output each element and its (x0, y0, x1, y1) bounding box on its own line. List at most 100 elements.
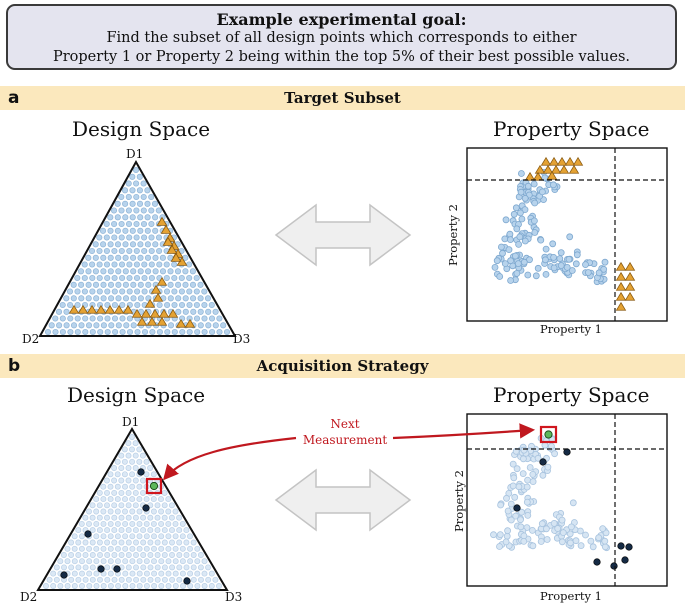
target-design-point (166, 244, 178, 254)
property-point (507, 277, 515, 284)
design-point (125, 514, 132, 521)
design-point (82, 552, 89, 558)
design-point (158, 583, 165, 589)
design-point (163, 274, 170, 282)
design-point (190, 539, 197, 546)
design-point (99, 227, 107, 234)
design-point (175, 281, 182, 288)
design-point (89, 274, 96, 282)
design-point (161, 514, 168, 521)
design-point (82, 328, 89, 336)
property-point (513, 465, 521, 473)
property-point (565, 255, 573, 263)
property-point (513, 269, 521, 277)
design-point (201, 558, 208, 565)
design-point (115, 583, 122, 589)
design-point (208, 583, 215, 589)
property-point (559, 529, 567, 536)
design-point (125, 180, 132, 187)
property-point (572, 537, 580, 545)
property-point (566, 233, 574, 241)
design-point (60, 552, 67, 558)
design-point (114, 200, 121, 207)
target-design-point (162, 236, 174, 246)
property-point (582, 261, 589, 269)
design-point (136, 583, 143, 589)
section-b-title: Acquisition Strategy (256, 357, 429, 375)
design-point (82, 576, 89, 583)
design-point (179, 328, 186, 336)
design-point (167, 295, 174, 302)
design-point (167, 268, 174, 275)
next-measurement-arrow-right (392, 423, 536, 440)
design-point (107, 471, 114, 478)
section-b-vertex-d3: D3 (225, 590, 242, 604)
measured-property-point (617, 542, 625, 550)
target-property-point (548, 156, 560, 166)
design-point (151, 558, 157, 565)
design-point (108, 322, 115, 329)
design-point (129, 446, 135, 453)
design-point (178, 301, 186, 309)
design-point (136, 200, 144, 207)
design-point (208, 315, 216, 322)
design-point (129, 173, 136, 180)
design-point (104, 552, 111, 558)
design-point (161, 552, 168, 558)
property-point (568, 523, 575, 531)
design-point (143, 570, 150, 577)
design-point (74, 328, 81, 336)
design-point (100, 322, 107, 329)
design-point (133, 247, 140, 255)
design-point (141, 328, 149, 336)
property-point (550, 520, 558, 527)
design-point (104, 514, 110, 521)
design-point (96, 527, 103, 534)
design-point (197, 552, 204, 558)
design-point (103, 247, 110, 255)
property-point (558, 516, 566, 524)
property-point (530, 180, 538, 188)
design-point (169, 539, 175, 546)
design-point (67, 301, 74, 309)
target-design-point (160, 224, 172, 234)
target-property-point (564, 156, 576, 166)
design-point (190, 295, 197, 302)
design-point (100, 508, 107, 515)
property-point (517, 523, 525, 531)
design-point (107, 545, 114, 552)
property-point (537, 538, 545, 545)
design-point (75, 564, 82, 571)
design-point (82, 539, 89, 546)
design-point (179, 533, 186, 540)
design-point (107, 227, 114, 234)
design-point (96, 514, 103, 521)
design-point (161, 489, 168, 496)
design-point (165, 508, 172, 515)
design-point (144, 254, 152, 261)
design-point (186, 274, 193, 282)
section-a-vertex-d2: D2 (22, 332, 39, 346)
property-point (510, 210, 518, 218)
section-b-y-axis-label: Property 2 (452, 470, 466, 532)
property-point (531, 229, 539, 236)
design-point (114, 533, 121, 540)
property-point (513, 225, 521, 233)
design-point (147, 552, 154, 558)
property-point (523, 498, 531, 506)
design-point (89, 514, 96, 521)
design-point (71, 570, 78, 577)
design-point (96, 502, 103, 509)
design-point (172, 545, 179, 552)
target-design-point (140, 308, 152, 318)
design-point (205, 564, 212, 571)
design-point (107, 483, 114, 490)
design-point (70, 295, 77, 302)
property-point (490, 531, 497, 539)
design-point (167, 281, 174, 288)
design-point (179, 558, 186, 565)
design-point (187, 570, 194, 577)
design-point (158, 496, 164, 503)
property-point (531, 217, 538, 225)
design-point (197, 564, 204, 571)
